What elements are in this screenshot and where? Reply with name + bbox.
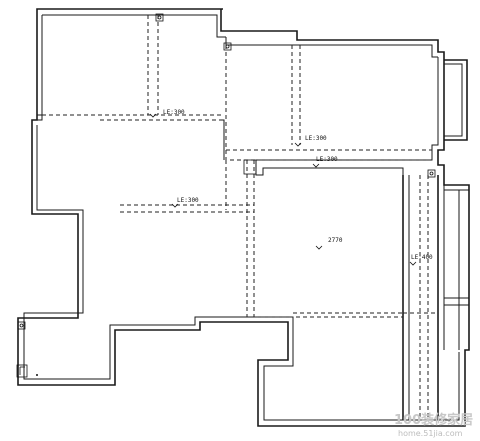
label-center: 2770 xyxy=(328,237,343,244)
label-left-mid: LE:300 xyxy=(177,197,199,204)
ceiling-light-icon xyxy=(17,13,436,330)
label-markers xyxy=(149,113,417,266)
bay-window xyxy=(444,59,468,141)
right-balcony xyxy=(402,175,469,420)
label-right-strip: LE:400 xyxy=(411,254,433,261)
outer-walls xyxy=(17,8,470,427)
label-top-right: LE:300 xyxy=(305,135,327,142)
electric-box-icon xyxy=(16,364,38,378)
ceiling-guides xyxy=(42,15,438,420)
label-corridor: LE:300 xyxy=(316,156,338,163)
watermark-text: 100装修家居 xyxy=(394,412,473,428)
label-top-left: LE:300 xyxy=(163,109,185,116)
watermark-url: home.51jia.com xyxy=(398,429,463,438)
